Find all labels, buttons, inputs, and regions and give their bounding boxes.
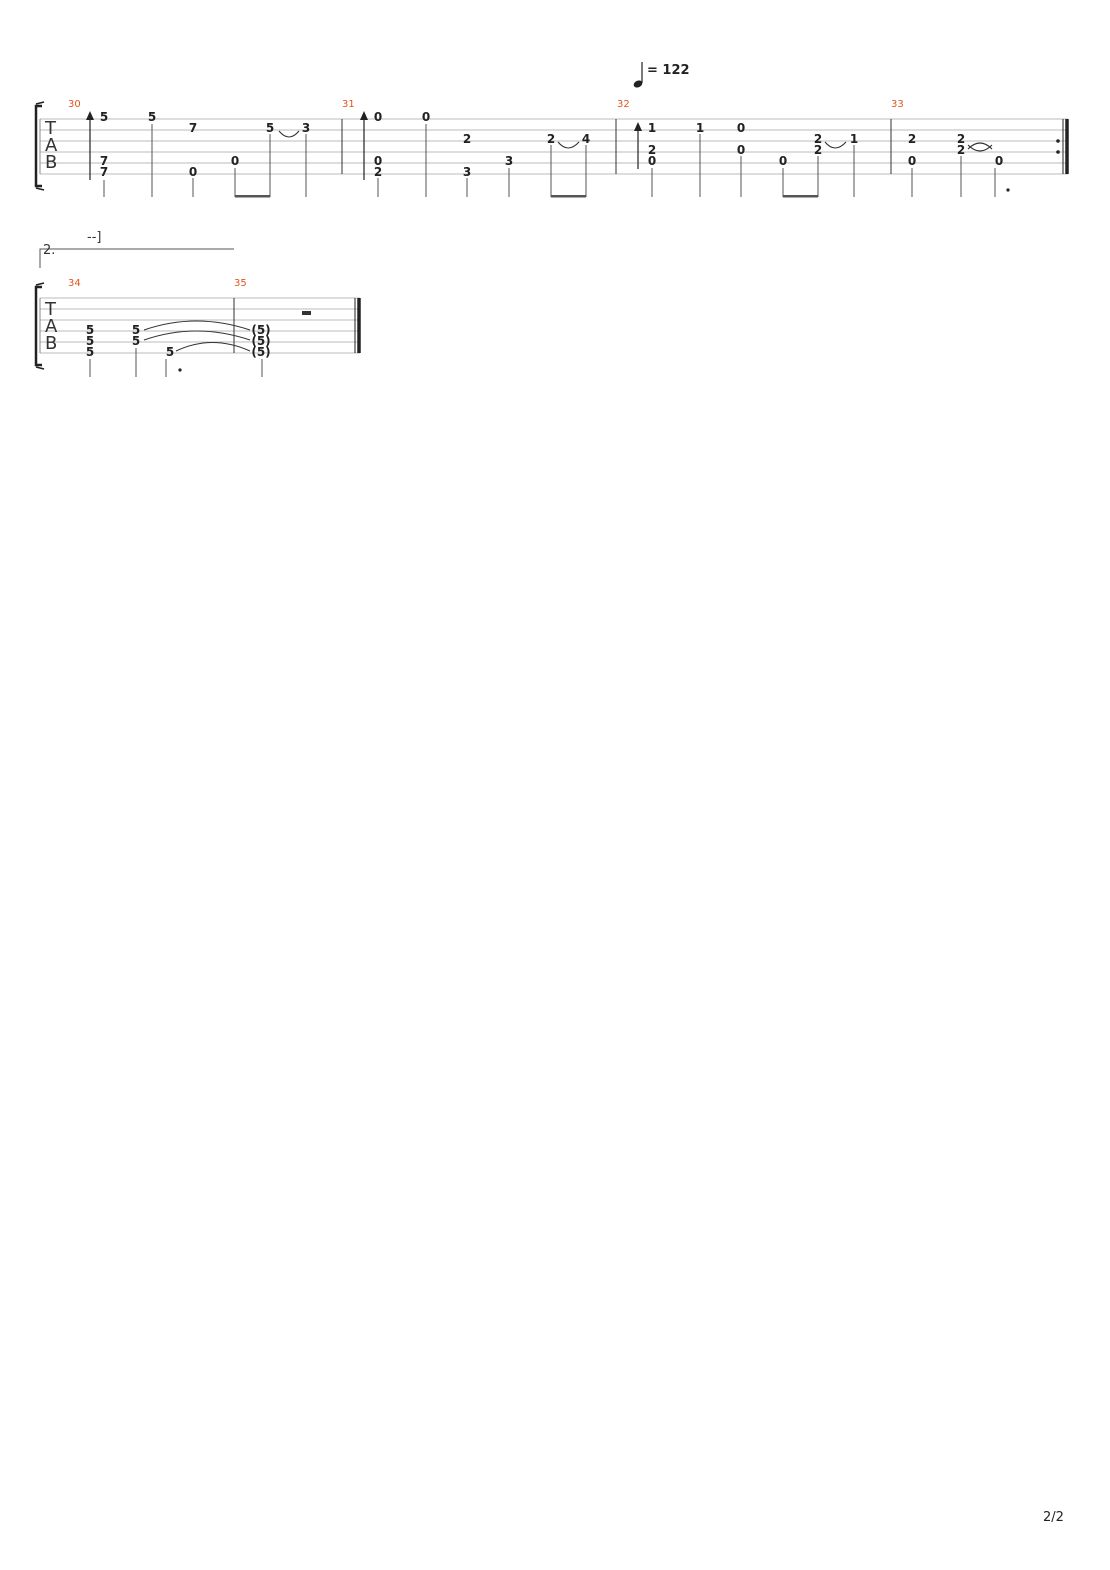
fret-number: 0 [779,154,787,168]
tempo-marking: = 122 [633,62,690,88]
page-number: 2/2 [1043,1510,1064,1525]
fret-number: 0 [189,165,197,179]
fret-number: 2 [814,143,822,157]
fret-number: 3 [302,121,310,135]
strum-arrow-icon [86,111,94,180]
fret-number: (5) [251,334,270,348]
fret-number: (5) [251,323,270,337]
fret-number: 5 [148,110,156,124]
fret-number: 3 [463,165,471,179]
tab-system-2: T A B 34 35 5 5 5 5 [34,278,361,377]
measure-number: 35 [234,278,247,289]
dot [178,368,182,372]
measure-number: 32 [617,99,630,110]
fret-number: 7 [100,165,108,179]
staff-lines [40,297,360,354]
volta-bracket: 2. --] [39,230,234,268]
fret-number: 2 [374,165,382,179]
tempo-value: = 122 [647,63,690,78]
fret-number: 2 [814,132,822,146]
volta-end-mark: --] [87,230,101,245]
system-bracket [34,285,42,367]
note-stems [89,348,263,377]
tab-clef-a: A [45,316,58,337]
fret-number: 0 [648,154,656,168]
system-bracket [34,104,42,188]
tab-clef-b: B [45,333,57,354]
fret-number: 4 [582,132,590,146]
final-barline [354,298,361,353]
strum-arrow-icon [360,111,368,180]
repeat-end-barline [1056,119,1069,174]
fret-numbers: 5 5 5 5 5 5 (5) (5) (5) [86,323,271,359]
fret-number: 0 [231,154,239,168]
tab-clef-t: T [44,118,57,139]
fret-number: 2 [908,132,916,146]
fret-number: 5 [166,345,174,359]
fret-number: 1 [648,121,656,135]
fret-number: 0 [908,154,916,168]
fret-number: 7 [100,154,108,168]
tab-clef-a: A [45,135,58,156]
tie-marks [278,130,993,152]
fret-number: 1 [850,132,858,146]
fret-number: 0 [422,110,430,124]
volta-number: 2. [43,243,55,258]
note-stems [103,124,996,197]
tab-clef-t: T [44,299,57,320]
strum-arrow-icon [634,122,642,169]
fret-number: 3 [505,154,513,168]
fret-number: 0 [995,154,1003,168]
fret-number: 2 [957,132,965,146]
half-rest-icon [302,311,311,315]
fret-numbers: 5 7 7 5 7 0 0 5 3 0 0 2 0 2 3 3 2 4 1 2 … [100,110,1003,179]
fret-number: 5 [86,345,94,359]
measure-number: 30 [68,99,81,110]
fret-number: 1 [696,121,704,135]
tie-marks [143,320,251,352]
fret-number: 5 [86,334,94,348]
fret-number: 5 [86,323,94,337]
measure-number: 33 [891,99,904,110]
measure-number: 34 [68,278,81,289]
note-beams [235,195,818,198]
fret-number: (5) [251,345,270,359]
fret-number: 2 [463,132,471,146]
quarter-note-icon [633,62,643,88]
fret-number: 2 [957,143,965,157]
fret-number: 2 [648,143,656,157]
fret-number: 0 [374,154,382,168]
fret-number: 5 [266,121,274,135]
fret-number: 5 [100,110,108,124]
fret-number: 5 [132,334,140,348]
fret-number: 0 [374,110,382,124]
fret-number: 7 [189,121,197,135]
fret-number: 2 [547,132,555,146]
fret-number: 5 [132,323,140,337]
tab-clef-b: B [45,152,57,173]
measure-number: 31 [342,99,355,110]
tab-system-1: T A B 30 31 32 33 [34,99,1069,198]
fret-number: 0 [737,121,745,135]
fret-number: 0 [737,143,745,157]
staff-lines [40,118,1068,175]
dot [1006,188,1010,192]
